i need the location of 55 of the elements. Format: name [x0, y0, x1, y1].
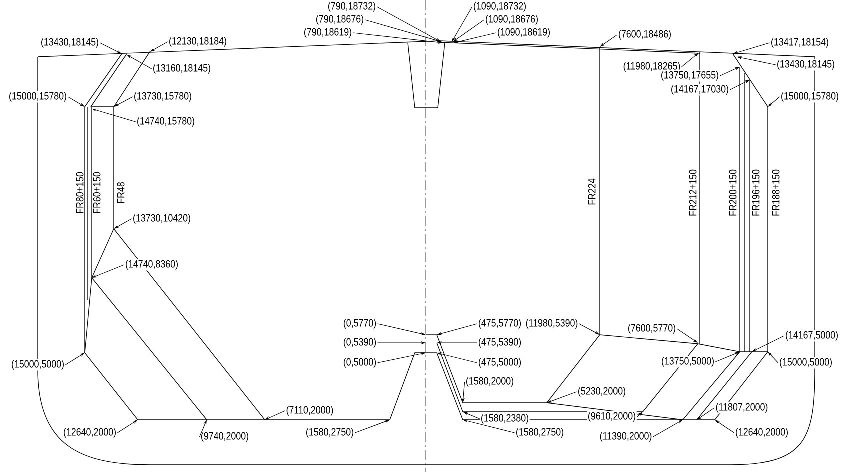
coordinate-label: (12640,2000): [62, 427, 118, 439]
coordinate-label: (475,5390): [478, 337, 522, 349]
coordinate-label: (14740,15780): [136, 116, 196, 128]
coordinate-label: (13430,18145): [776, 59, 836, 71]
coordinate-label: (790,18676): [315, 14, 365, 26]
coordinate-label: (14740,8360): [124, 259, 180, 271]
coordinate-label: (11390,2000): [599, 431, 654, 443]
coordinate-label: (15000,5000): [10, 359, 66, 371]
coordinate-label: (7600,18486): [618, 29, 672, 41]
coordinate-label: (0,5390): [342, 337, 378, 349]
coordinate-label: (13430,18145): [40, 37, 100, 49]
coordinate-label: (14167,5000): [784, 330, 840, 342]
coordinate-label: (1580,2000): [465, 376, 515, 388]
coordinate-label: (13750,17655): [660, 70, 720, 82]
coordinate-label: (14167,17030): [670, 84, 730, 96]
frame-label: FR196+150: [752, 170, 760, 216]
frame-label: FR60+150: [93, 172, 101, 214]
coordinate-label: (0,5770): [342, 318, 378, 330]
frame-label: FR80+150: [76, 172, 84, 214]
coordinate-label: (7600,5770): [627, 323, 677, 335]
coordinate-label: (9740,2000): [200, 431, 250, 443]
coordinate-label: (5230,2000): [577, 386, 627, 398]
coordinate-label: (0,5000): [342, 357, 378, 369]
coordinate-label: (15000,15780): [8, 91, 68, 103]
coordinate-label: (790,18732): [327, 1, 377, 13]
frame-label: FR48: [117, 182, 125, 204]
coordinate-label: (1090,18732): [472, 1, 528, 13]
coordinate-label: (1090,18619): [496, 27, 552, 39]
leader-line: [768, 352, 779, 364]
coordinate-label: (1580,2750): [305, 427, 355, 439]
coordinate-label: (1580,2380): [480, 413, 530, 425]
coordinate-label: (7110,2000): [285, 405, 335, 417]
coordinate-label: (13160,18145): [152, 63, 212, 75]
coordinate-label: (15000,15780): [780, 91, 840, 103]
frame-label: FR212+150: [689, 170, 697, 216]
frame-label: FR188+150: [772, 170, 780, 216]
coordinate-label: (1580,2750): [515, 427, 565, 439]
coordinate-label: (9610,2000): [587, 411, 637, 423]
coordinate-label: (11980,18265): [622, 61, 682, 73]
coordinate-label: (475,5770): [478, 318, 522, 330]
leader-line: [636, 412, 643, 418]
coordinate-label: (475,5000): [478, 357, 522, 369]
coordinate-label: (11980,5390): [525, 318, 580, 330]
coordinate-label: (790,18619): [303, 27, 353, 39]
coordinate-label: (15000,5000): [778, 357, 834, 369]
frame-label: FR200+150: [729, 170, 737, 216]
coordinate-label: (12640,2000): [734, 427, 790, 439]
coordinate-label: (13730,15780): [133, 91, 193, 103]
coordinate-label: (13750,5000): [660, 356, 716, 368]
coordinate-label: (1090,18676): [484, 14, 540, 26]
coordinate-label: (11807,2000): [715, 402, 770, 414]
coordinate-label: (13417,18154): [770, 37, 830, 49]
frame-label: FR224: [588, 178, 596, 205]
coordinate-label: (13730,10420): [132, 213, 192, 225]
coordinate-label: (12130,18184): [168, 36, 228, 48]
